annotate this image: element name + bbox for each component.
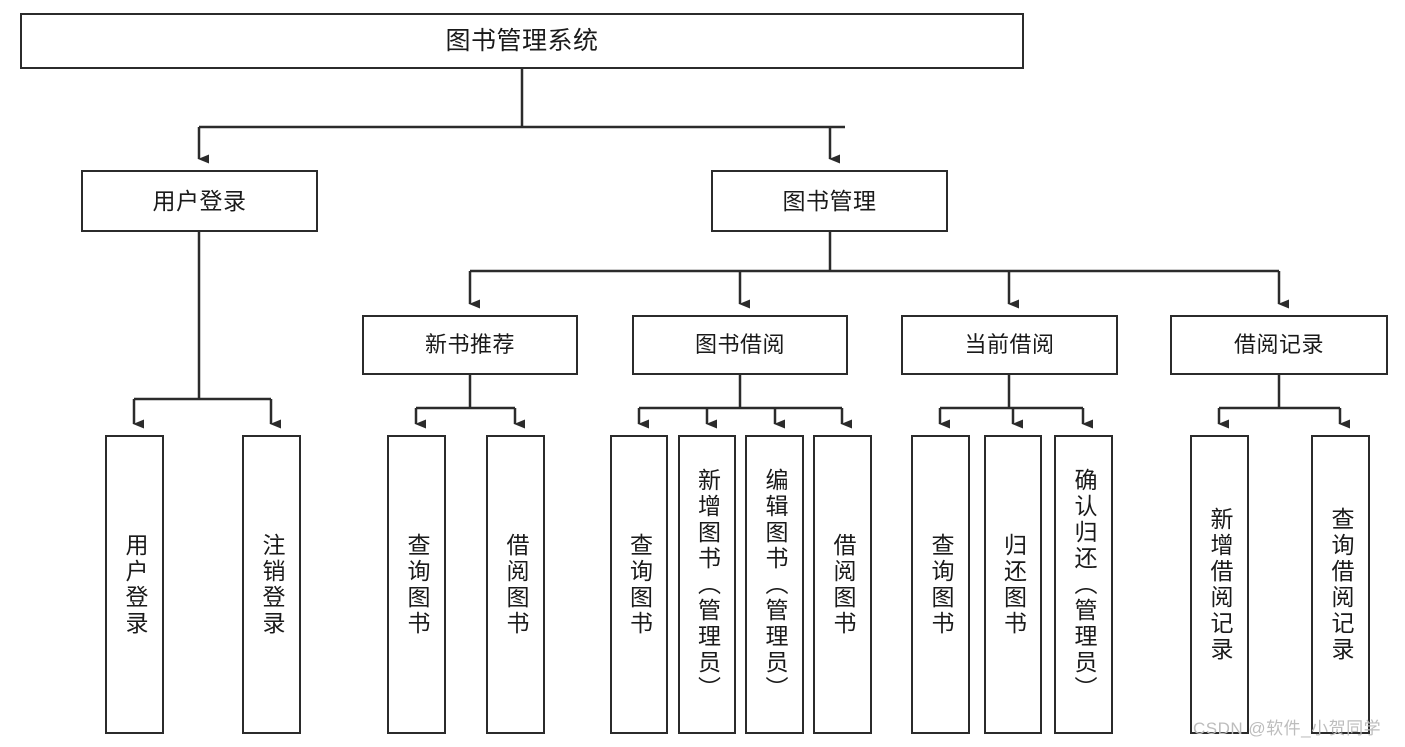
node-level2-new-book-recommend-label: 新书推荐 — [424, 332, 515, 358]
node-leaf-borrow-book-newbook[interactable]: 借阅图书 — [486, 435, 545, 734]
node-level2-book-borrow[interactable]: 图书借阅 — [632, 315, 848, 375]
node-level1-book-management-label: 图书管理 — [782, 187, 877, 214]
node-leaf-query-book-borrow[interactable]: 查询图书 — [610, 435, 668, 734]
node-root-label: 图书管理系统 — [445, 26, 599, 55]
node-leaf-confirm-return-admin[interactable]: 确认归还（管理员） — [1054, 435, 1113, 734]
node-leaf-edit-book-admin[interactable]: 编辑图书（管理员） — [745, 435, 804, 734]
node-level2-current-borrow-label: 当前借阅 — [964, 332, 1055, 358]
node-leaf-query-book-newbook[interactable]: 查询图书 — [387, 435, 446, 734]
node-leaf-query-book-current-label: 查询图书 — [928, 532, 954, 637]
node-leaf-return-book-label: 归还图书 — [1000, 532, 1027, 637]
node-level2-book-borrow-label: 图书借阅 — [694, 332, 785, 358]
node-leaf-add-borrow-record[interactable]: 新增借阅记录 — [1190, 435, 1249, 734]
node-leaf-add-borrow-record-label: 新增借阅记录 — [1207, 506, 1233, 663]
node-leaf-return-book[interactable]: 归还图书 — [984, 435, 1042, 734]
node-leaf-add-book-admin[interactable]: 新增图书（管理员） — [678, 435, 736, 734]
node-leaf-add-book-admin-label: 新增图书（管理员） — [694, 467, 721, 702]
node-level1-book-management[interactable]: 图书管理 — [711, 170, 948, 232]
node-level2-borrow-record[interactable]: 借阅记录 — [1170, 315, 1388, 375]
node-level1-user-login-label: 用户登录 — [152, 187, 247, 214]
node-leaf-user-login-label: 用户登录 — [122, 532, 148, 637]
node-leaf-confirm-return-admin-label: 确认归还（管理员） — [1071, 467, 1097, 702]
node-level2-borrow-record-label: 借阅记录 — [1233, 332, 1324, 358]
node-level2-new-book-recommend[interactable]: 新书推荐 — [362, 315, 578, 375]
node-level2-current-borrow[interactable]: 当前借阅 — [901, 315, 1118, 375]
node-leaf-borrow-book-newbook-label: 借阅图书 — [503, 532, 529, 637]
node-leaf-borrow-book-label: 借阅图书 — [830, 532, 856, 637]
node-leaf-query-book-borrow-label: 查询图书 — [626, 532, 653, 637]
node-leaf-borrow-book[interactable]: 借阅图书 — [813, 435, 872, 734]
node-leaf-logout-label: 注销登录 — [259, 532, 285, 637]
node-leaf-edit-book-admin-label: 编辑图书（管理员） — [762, 467, 788, 702]
node-leaf-logout[interactable]: 注销登录 — [242, 435, 301, 734]
node-leaf-query-borrow-record[interactable]: 查询借阅记录 — [1311, 435, 1370, 734]
node-leaf-user-login[interactable]: 用户登录 — [105, 435, 164, 734]
node-level1-user-login[interactable]: 用户登录 — [81, 170, 318, 232]
node-leaf-query-borrow-record-label: 查询借阅记录 — [1328, 506, 1354, 663]
node-leaf-query-book-newbook-label: 查询图书 — [404, 532, 430, 637]
node-leaf-query-book-current[interactable]: 查询图书 — [911, 435, 970, 734]
node-root[interactable]: 图书管理系统 — [20, 13, 1024, 69]
